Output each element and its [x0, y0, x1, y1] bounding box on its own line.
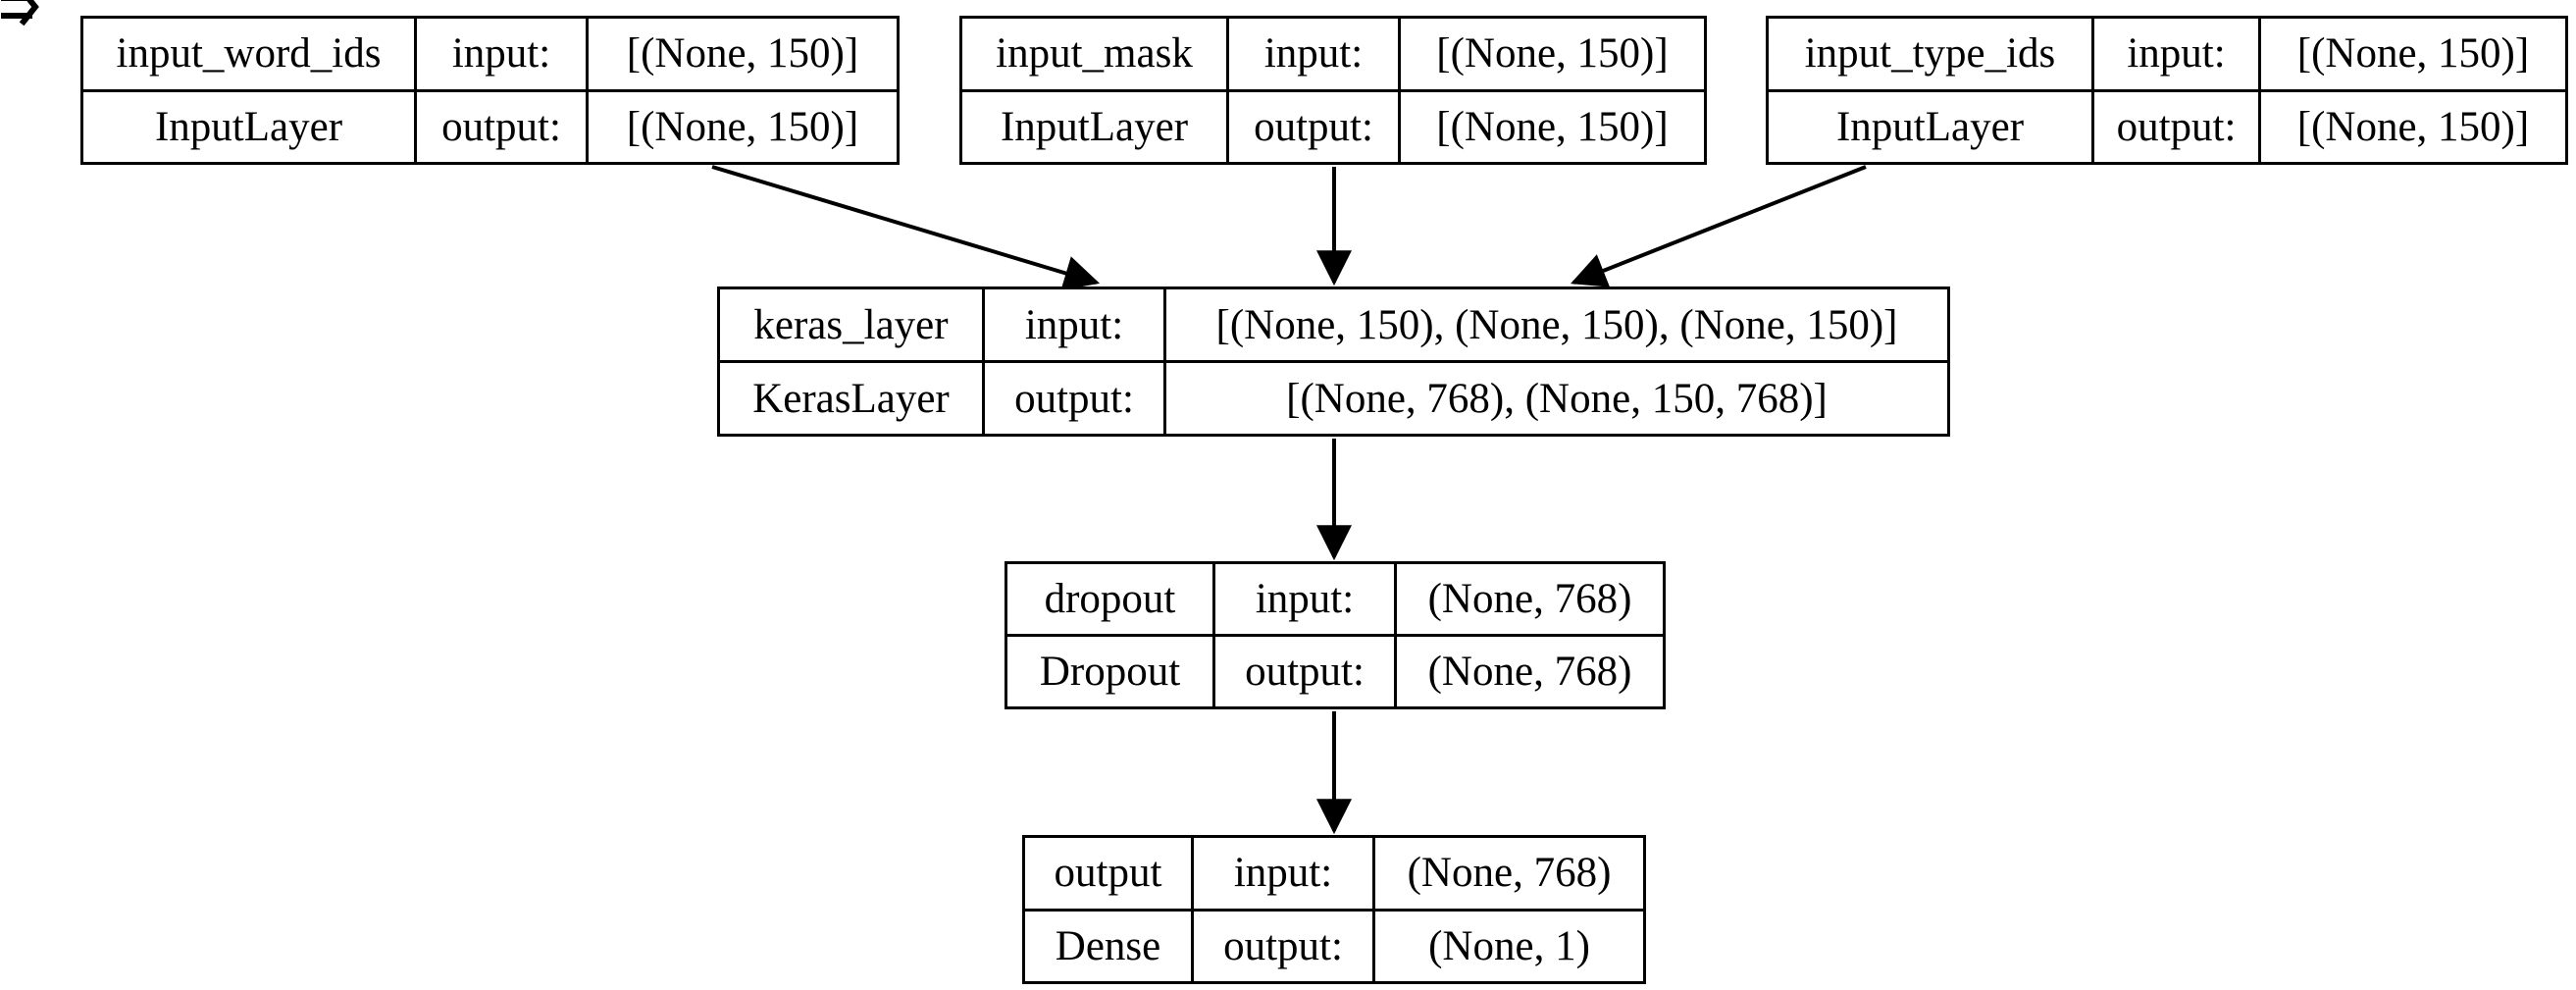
input-shape: [(None, 150), (None, 150), (None, 150)] [1215, 301, 1898, 348]
edge-type-ids-to-keras [1571, 165, 1867, 287]
input-shape: (None, 768) [1407, 850, 1612, 897]
output-label: output: [417, 91, 589, 162]
output-shape: [(None, 150)] [1436, 103, 1669, 150]
input-label: input: [985, 289, 1166, 360]
layer-class-name: InputLayer [962, 91, 1229, 162]
input-label: input: [2094, 19, 2261, 89]
layer-class-name: Dense [1025, 911, 1194, 981]
layer-name: input_type_ids [1769, 19, 2094, 89]
input-label: input: [1215, 564, 1397, 634]
output-label: output: [1215, 637, 1397, 706]
layer-name: dropout [1007, 564, 1215, 634]
layer-class-name: InputLayer [1769, 91, 2094, 162]
output-shape: [(None, 150)] [2296, 103, 2530, 150]
output-shape: [(None, 768), (None, 150, 768)] [1286, 375, 1828, 422]
input-label: input: [1229, 19, 1401, 89]
layer-name: keras_layer [720, 289, 985, 360]
output-label: output: [985, 363, 1166, 434]
layer-name: input_word_ids [83, 19, 417, 89]
layer-name: output [1025, 838, 1194, 909]
layer-class-name: Dropout [1007, 637, 1215, 706]
input-shape: (None, 768) [1427, 576, 1632, 622]
output-label: output: [1229, 91, 1401, 162]
output-shape: (None, 1) [1428, 922, 1590, 969]
input-shape: [(None, 150)] [2296, 30, 2530, 78]
layer-class-name: InputLayer [83, 91, 417, 162]
input-shape: [(None, 150)] [1436, 30, 1669, 78]
layer-class-name: KerasLayer [720, 363, 985, 434]
input-label: input: [417, 19, 589, 89]
output-shape: [(None, 150)] [626, 103, 859, 150]
layer-name: input_mask [962, 19, 1229, 89]
output-shape: (None, 768) [1427, 649, 1632, 695]
arrow-right-icon [1, 0, 39, 26]
output-label: output: [2094, 91, 2261, 162]
edge-word-ids-to-keras [711, 165, 1101, 290]
input-label: input: [1194, 838, 1375, 909]
input-shape: [(None, 150)] [626, 30, 859, 78]
output-label: output: [1194, 911, 1375, 981]
